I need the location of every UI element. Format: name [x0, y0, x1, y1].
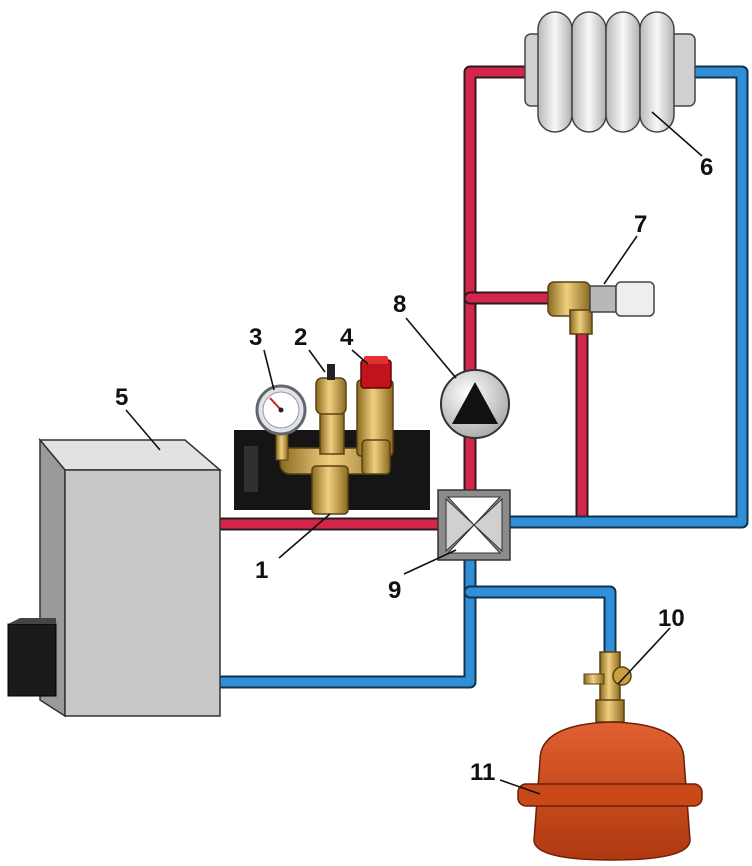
- return-pipe-main-fill: [505, 67, 747, 527]
- return-pipe-tank: [463, 585, 617, 667]
- label-8: 8: [393, 291, 406, 318]
- return-pipe-tank-fill: [465, 587, 615, 665]
- label-4: 4: [340, 324, 354, 351]
- label-10: 10: [658, 605, 685, 632]
- safety-valve-icon: [356, 356, 394, 475]
- pressure-gauge-icon: [255, 384, 307, 436]
- insulation-slot: [244, 446, 258, 492]
- safety-group: [234, 356, 430, 515]
- boiler-icon: [7, 437, 223, 718]
- four-way-mixing-valve-icon: [437, 489, 511, 561]
- label-6: 6: [700, 154, 713, 181]
- expansion-tank-icon: [517, 721, 703, 861]
- label-3: 3: [249, 324, 262, 351]
- tank-connection-valve-icon: [583, 651, 632, 723]
- label-7: 7: [634, 211, 647, 238]
- callout-labels: 1 2 3 4 5 6 7 8 9 10 11: [115, 154, 713, 786]
- label-11: 11: [470, 759, 495, 786]
- label-5: 5: [115, 384, 128, 411]
- radiator-icon: [524, 11, 696, 133]
- leader-lines: [125, 111, 703, 795]
- bypass-valve-icon: [547, 281, 655, 335]
- label-1: 1: [255, 557, 268, 584]
- circulation-pump-icon: [440, 369, 510, 439]
- pipes: [215, 65, 749, 689]
- air-vent-icon: [315, 364, 347, 415]
- return-pipe-boiler-fill: [217, 555, 475, 687]
- label-2: 2: [294, 324, 307, 351]
- label-9: 9: [388, 577, 401, 604]
